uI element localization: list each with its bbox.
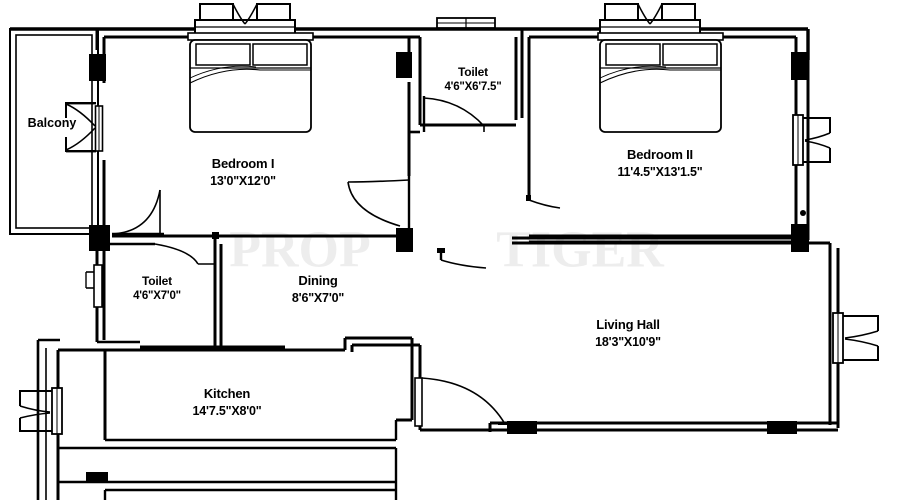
toilet-top-dimension: 4'6"X6'7.5" — [444, 81, 502, 94]
bedroom1-right-door — [347, 176, 411, 228]
exterior-bottom-left — [36, 340, 47, 500]
bedroom1-entry-door — [111, 189, 164, 236]
toilet-top-name: Toilet — [458, 65, 488, 80]
kitchen-window — [19, 387, 63, 435]
balcony-name: Balcony — [27, 116, 77, 130]
balcony-door — [65, 102, 104, 153]
room-label-toilet-top: Toilet 4'6"X6'7.5" — [444, 64, 501, 96]
bedroom1-bed — [187, 32, 314, 133]
living-hall-dimension: 18'3"X10'9" — [595, 334, 661, 349]
kitchen-dimension: 14'7.5"X8'0" — [192, 403, 262, 418]
room-label-bedroom1: Bedroom I 13'0"X12'0" — [210, 155, 276, 189]
room-label-dining: Dining 8'6"X7'0" — [292, 272, 344, 306]
bedroom1-window — [194, 3, 296, 35]
room-label-bedroom2: Bedroom II 11'4.5"X13'1.5" — [617, 146, 702, 180]
dining-name: Dining — [298, 272, 338, 288]
bedroom1-dimension: 13'0"X12'0" — [210, 173, 276, 188]
bedroom1-name: Bedroom I — [211, 155, 275, 171]
toilet-top-door — [422, 96, 485, 132]
toilet-top-walls — [409, 17, 524, 134]
living-hall-name: Living Hall — [596, 316, 660, 332]
bedroom2-dimension: 11'4.5"X13'1.5" — [617, 164, 703, 179]
room-label-kitchen: Kitchen 14'7.5"X8'0" — [193, 385, 262, 419]
bedroom2-side-window — [792, 114, 831, 216]
living-hall-window — [832, 312, 879, 364]
balcony-walls — [9, 28, 99, 235]
toilet-mid-walls — [85, 240, 215, 344]
bedroom2-window — [599, 3, 701, 35]
room-label-living-hall: Living Hall 18'3"X10'9" — [595, 316, 661, 350]
dining-dimension: 8'6"X7'0" — [291, 290, 345, 305]
kitchen-door — [414, 377, 510, 427]
bedroom2-bed — [597, 32, 724, 133]
toilet-mid-dimension: 4'6"X7'0" — [133, 290, 181, 303]
room-label-balcony: Balcony — [28, 116, 77, 130]
bedroom2-name: Bedroom II — [627, 146, 693, 162]
toilet-mid-name: Toilet — [142, 274, 172, 289]
room-label-toilet-mid: Toilet 4'6"X7'0" — [133, 273, 181, 305]
kitchen-name: Kitchen — [203, 385, 251, 401]
dining-walls — [140, 232, 422, 430]
